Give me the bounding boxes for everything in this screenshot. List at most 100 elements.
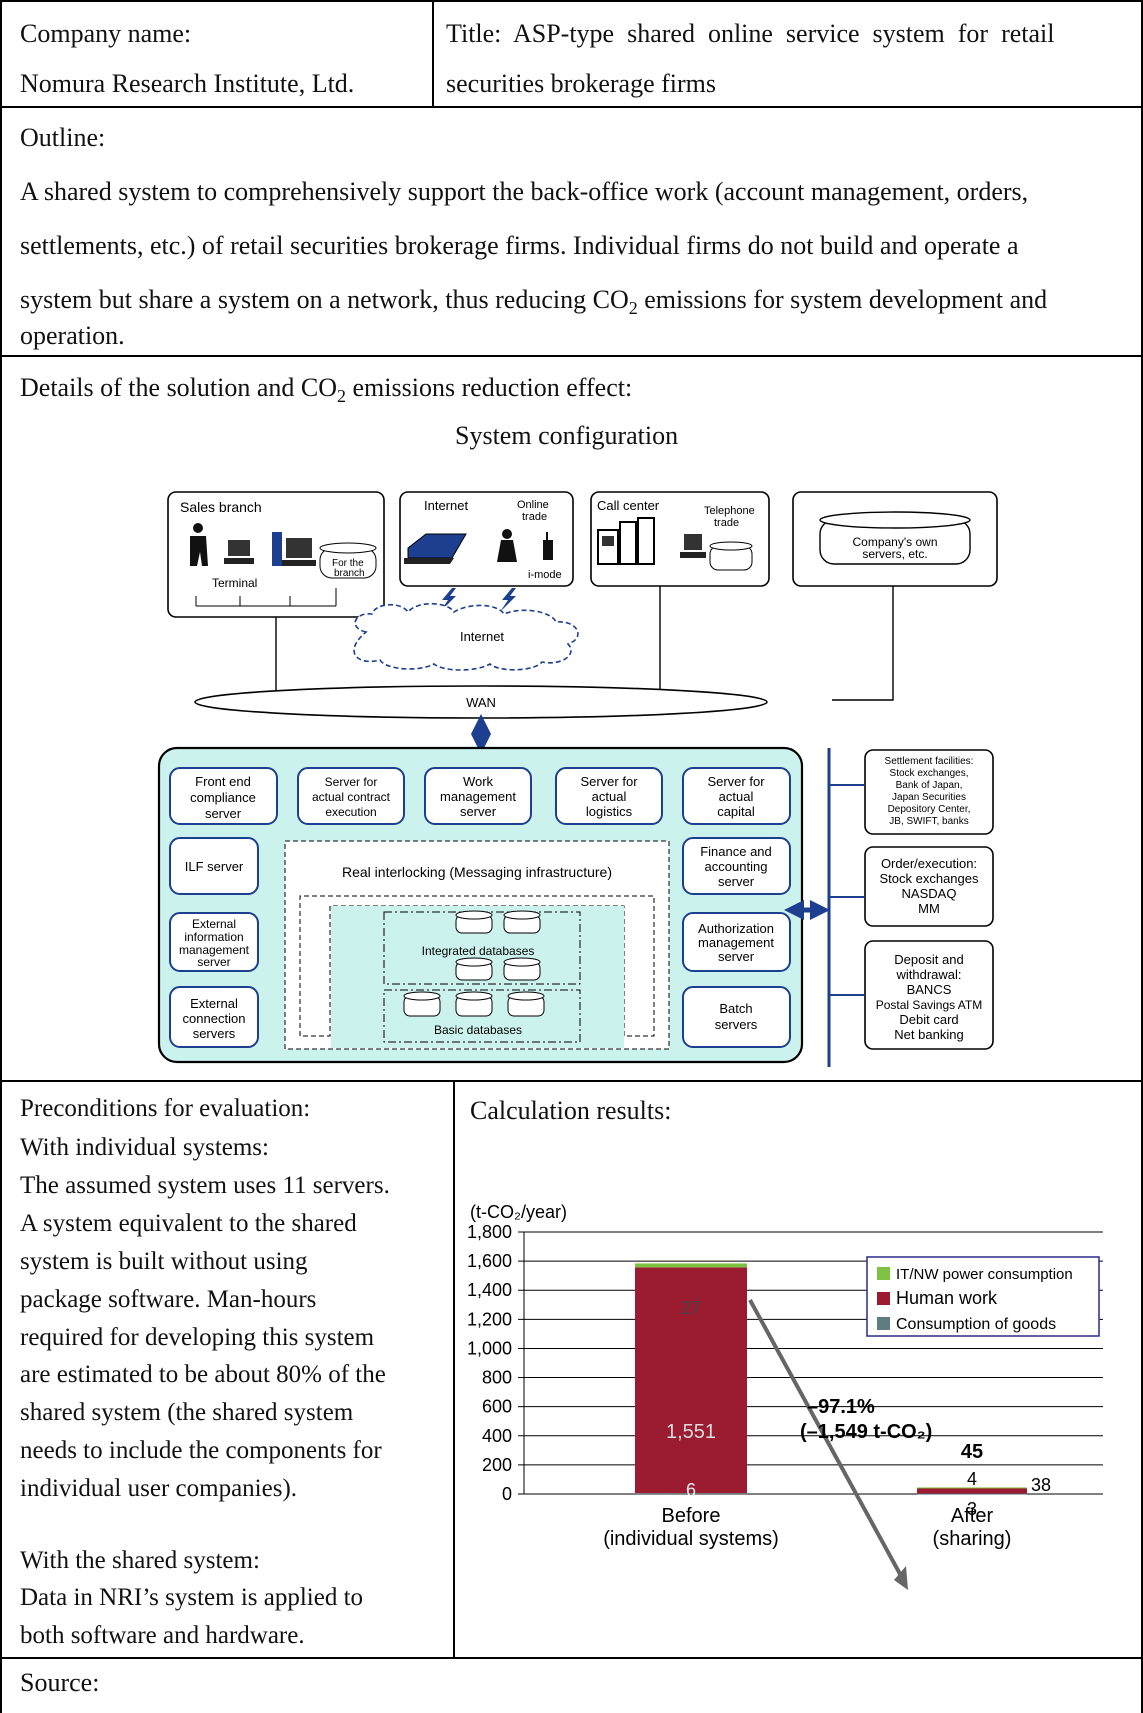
outline-line-1: A shared system to comprehensively suppo…: [20, 177, 1029, 206]
svg-text:Internet: Internet: [424, 498, 468, 513]
y-tick-label: 1,800: [467, 1222, 512, 1242]
internet-cloud: Internet: [353, 602, 579, 671]
wan-ellipse: WAN: [194, 685, 768, 719]
svg-text:information: information: [184, 930, 243, 944]
x-tick-label: Before: [662, 1505, 721, 1527]
precondition-line: The assumed system uses 11 servers.: [20, 1171, 390, 1199]
title-line-1: Title: ASP-type shared online service sy…: [446, 19, 1055, 48]
legend-label: IT/NW power consumption: [896, 1266, 1073, 1283]
svg-text:Online: Online: [517, 499, 549, 511]
reduction-arrowhead: [894, 1566, 908, 1590]
svg-text:Telephone: Telephone: [704, 505, 755, 517]
person-phone-icon: [497, 529, 517, 562]
batch-servers: Batch servers: [682, 986, 791, 1048]
svg-text:NASDAQ: NASDAQ: [902, 886, 957, 901]
svg-text:Japan Securities: Japan Securities: [892, 792, 966, 803]
y-tick-label: 200: [482, 1455, 512, 1475]
authorization-management-server: Authorization management server: [682, 912, 791, 972]
bar-segment: [635, 1267, 747, 1494]
svg-text:Real interlocking (Messaging i: Real interlocking (Messaging infrastruct…: [342, 864, 612, 880]
source-label: Source:: [20, 1668, 100, 1697]
bar-segment: [917, 1493, 1027, 1495]
svg-text:Server for: Server for: [580, 774, 638, 789]
svg-text:MM: MM: [918, 901, 940, 916]
svg-text:actual: actual: [719, 789, 754, 804]
precondition-line: required for developing this system: [20, 1323, 375, 1351]
row-divider-4: [0, 1657, 1143, 1659]
svg-text:trade: trade: [714, 517, 739, 529]
svg-text:JB, SWIFT, banks: JB, SWIFT, banks: [889, 816, 968, 827]
y-tick-label: 400: [482, 1426, 512, 1446]
svg-text:server: server: [718, 874, 755, 889]
mobile-icon: [543, 532, 553, 560]
y-tick-label: 1,400: [467, 1280, 512, 1300]
svg-text:servers: servers: [715, 1017, 758, 1032]
branch-server-icon: For the branch: [319, 542, 377, 579]
results-label: Calculation results:: [470, 1096, 672, 1125]
svg-text:Company's own: Company's own: [853, 535, 938, 549]
reduction-arrow: [748, 1299, 902, 1575]
svg-text:Front end: Front end: [195, 774, 251, 789]
row-divider-2: [0, 355, 1143, 357]
svg-text:execution: execution: [325, 805, 376, 819]
svg-text:Depository Center,: Depository Center,: [888, 804, 971, 815]
preconditions-individual: With individual systems:The assumed syst…: [20, 1129, 445, 1508]
system-configuration-diagram: Sales branch For the branch Terminal Int…: [157, 491, 998, 1067]
data-label: 3: [967, 1499, 977, 1519]
header-divider: [432, 0, 434, 106]
work-management-server: Work management server: [424, 767, 532, 825]
svg-text:Debit card: Debit card: [899, 1012, 958, 1027]
precondition-line: A system equivalent to the shared: [20, 1209, 357, 1237]
svg-text:Bank of Japan,: Bank of Japan,: [896, 780, 963, 791]
svg-text:Stock exchanges,: Stock exchanges,: [890, 768, 969, 779]
finance-accounting-server: Finance and accounting server: [682, 837, 791, 895]
precondition-line: are estimated to be about 80% of the: [20, 1361, 386, 1389]
x-tick-label: After: [951, 1505, 994, 1527]
call-center-box: Call center Telephone trade: [590, 491, 770, 587]
svg-text:actual contract: actual contract: [312, 790, 391, 804]
company-label: Company name:: [20, 19, 192, 48]
y-tick-label: 1,200: [467, 1309, 512, 1329]
precondition-line: individual user companies).: [20, 1475, 298, 1503]
svg-text:Stock exchanges: Stock exchanges: [879, 871, 979, 886]
details-label: Details of the solution and CO2 emission…: [20, 373, 633, 407]
bottom-divider: [453, 1080, 455, 1658]
svg-text:branch: branch: [334, 568, 365, 579]
preconditions-shared: With the shared system:Data in NRI’s sys…: [20, 1542, 445, 1654]
svg-text:server: server: [197, 955, 230, 969]
bar-segment: [635, 1493, 747, 1495]
outline-line-3: system but share a system on a network, …: [20, 285, 1048, 319]
svg-text:Integrated databases: Integrated databases: [422, 944, 535, 958]
legend-label: Consumption of goods: [896, 1316, 1056, 1333]
precondition-line: Data in NRI’s system is applied to: [20, 1584, 364, 1612]
y-tick-label: 0: [502, 1484, 512, 1504]
annotation-absolute: (–1,549 t-CO₂): [800, 1421, 932, 1443]
svg-text:Basic databases: Basic databases: [434, 1023, 522, 1037]
outline-line-2: settlements, etc.) of retail securities …: [20, 231, 1019, 260]
svg-text:management: management: [440, 789, 516, 804]
y-axis-label: (t-CO₂/year): [470, 1202, 567, 1222]
settlement-facilities-box: Settlement facilities: Stock exchanges, …: [864, 749, 994, 835]
svg-text:Server for: Server for: [707, 774, 765, 789]
integrated-databases: Integrated databases: [383, 910, 581, 985]
svg-text:accounting: accounting: [705, 859, 768, 874]
logistics-server: Server for actual logistics: [555, 767, 663, 825]
svg-text:Postal Savings ATM: Postal Savings ATM: [876, 998, 983, 1012]
ilf-server: ILF server: [169, 837, 259, 895]
legend-swatch: [877, 1317, 890, 1330]
legend-swatch: [877, 1267, 890, 1280]
preconditions-label: Preconditions for evaluation:: [20, 1095, 311, 1122]
svg-text:ILF server: ILF server: [185, 859, 244, 874]
svg-text:servers, etc.: servers, etc.: [862, 547, 927, 561]
diagram-title: System configuration: [455, 421, 679, 450]
legend-label: Human work: [896, 1288, 998, 1308]
svg-text:Sales branch: Sales branch: [180, 499, 262, 515]
svg-text:management: management: [698, 935, 774, 950]
svg-text:withdrawal:: withdrawal:: [895, 967, 961, 982]
workstation-icon: [680, 534, 706, 558]
external-information-server: External information management server: [169, 912, 259, 972]
annotation-percent: –97.1%: [807, 1396, 875, 1418]
svg-text:External: External: [190, 996, 238, 1011]
title-line-2: securities brokerage firms: [446, 69, 717, 98]
data-label: 1,551: [666, 1421, 716, 1443]
